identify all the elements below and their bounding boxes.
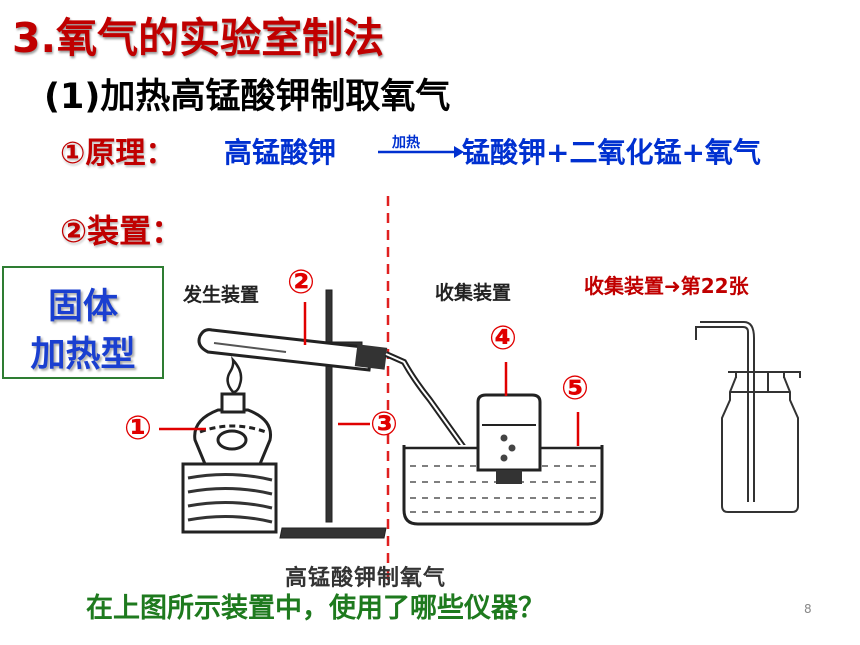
- collection-reference-link[interactable]: 收集装置➜第22张: [584, 274, 749, 298]
- collection-bottle-sketch: [695, 321, 801, 513]
- test-tube: [197, 328, 388, 372]
- flame: [226, 356, 243, 394]
- reactant-text: 高锰酸钾: [224, 136, 337, 169]
- reaction-condition: 加热: [392, 135, 420, 151]
- callout-3: ③: [370, 404, 398, 443]
- alcohol-lamp: [193, 392, 273, 466]
- collection-apparatus-label: 收集装置: [435, 282, 512, 304]
- wooden-block: [181, 462, 278, 534]
- principle-label: ①原理：: [60, 136, 176, 171]
- callout-5: ⑤: [561, 368, 589, 407]
- page-number: 8: [804, 602, 812, 616]
- question-text: 在上图所示装置中，使用了哪些仪器？: [86, 593, 545, 624]
- generation-apparatus-label: 发生装置: [183, 284, 260, 306]
- callout-4: ④: [489, 318, 517, 357]
- apparatus-type-line2: 加热型: [30, 335, 136, 375]
- callout-1: ①: [124, 408, 152, 447]
- slide-subtitle: (1)加热高锰酸钾制取氧气: [44, 77, 451, 117]
- diagram-caption: 高锰酸钾制氧气: [285, 566, 447, 591]
- slide-title: 3.氧气的实验室制法: [12, 14, 385, 62]
- gas-collecting-bottle: [476, 393, 542, 484]
- reaction-arrow: [378, 146, 464, 158]
- apparatus-type-line1: 固体: [47, 287, 118, 327]
- apparatus-type-box: 固体 加热型: [2, 266, 164, 379]
- products-text: 锰酸钾+二氧化锰+氧气: [462, 136, 761, 169]
- device-label: ②装置：: [60, 212, 184, 250]
- callout-2: ②: [287, 262, 315, 301]
- callout-lines: [159, 302, 580, 446]
